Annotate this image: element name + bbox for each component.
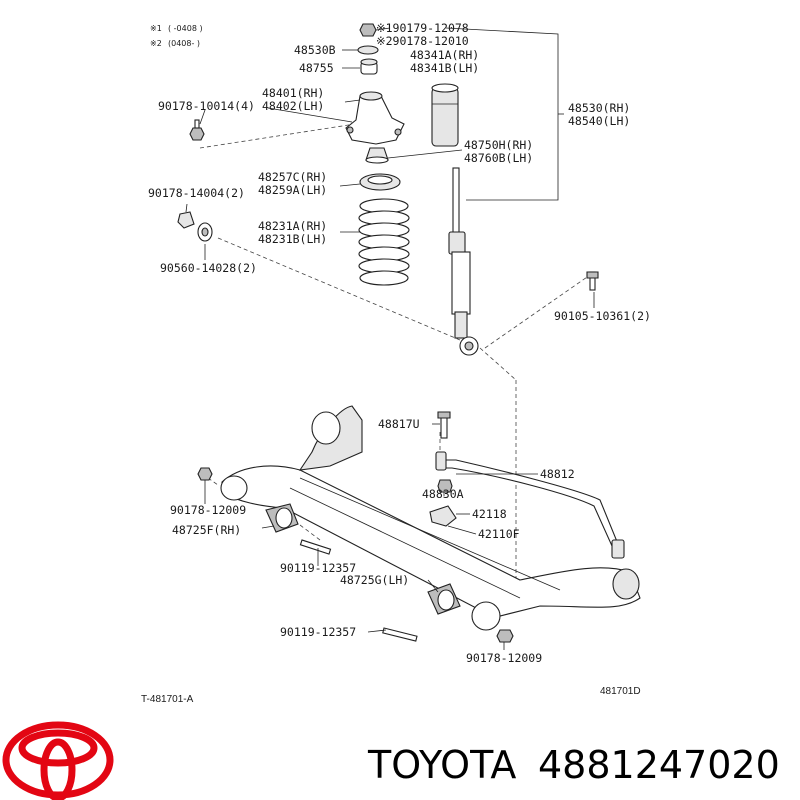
label-48401: 48401(RH)	[262, 86, 324, 100]
label-48725g: 48725G(LH)	[340, 573, 409, 587]
label-42110f: 42110F	[478, 527, 520, 541]
label-90119-12357-a: 90119-12357	[280, 561, 356, 575]
washer-90560	[197, 222, 213, 242]
cup-48750h	[365, 147, 389, 164]
bumper-48341	[431, 83, 459, 147]
nut-90178-12009-b	[496, 629, 514, 643]
label-48530b: 48530B	[294, 43, 336, 57]
bushing-48725f	[265, 503, 299, 533]
toyota-logo-icon	[2, 721, 114, 800]
label-48231a: 48231A(RH)	[258, 219, 327, 233]
label-90105-10361: 90105-10361(2)	[554, 309, 651, 323]
dashed-guides	[199, 123, 591, 590]
label-48755: 48755	[299, 61, 334, 75]
bracket-42118	[429, 505, 457, 527]
part-labels: ※190179-12078 ※290178-12010 48530B 48755…	[148, 21, 651, 665]
bushing-48725g	[427, 583, 461, 615]
support-48401	[345, 91, 405, 145]
bolt-90178-10014	[189, 119, 205, 141]
label-48750h: 48750H(RH)	[464, 138, 533, 152]
note-2-range: (0408- )	[168, 39, 200, 48]
brand-name: TOYOTA	[367, 743, 516, 787]
label-90179-12078: ※190179-12078	[376, 21, 469, 35]
bolt-90119-a	[299, 539, 332, 555]
label-48725f: 48725F(RH)	[172, 523, 241, 537]
label-48540: 48540(LH)	[568, 114, 630, 128]
label-48341a: 48341A(RH)	[410, 48, 479, 62]
label-90178-12010: ※290178-12010	[376, 34, 469, 48]
label-48402: 48402(LH)	[262, 99, 324, 113]
note-2-mark: ※2	[150, 39, 162, 48]
label-48812: 48812	[540, 467, 575, 481]
label-90178-14004: 90178-14004(2)	[148, 186, 245, 200]
nut-48830a	[437, 479, 453, 493]
nut-90178-14004	[177, 211, 195, 229]
bushing-48755	[360, 58, 378, 75]
rear-axle-beam	[220, 405, 641, 631]
ref-code-right: 481701D	[600, 686, 641, 697]
shock-absorber	[448, 167, 479, 356]
label-48817u: 48817U	[378, 417, 420, 431]
coil-spring	[358, 198, 410, 286]
label-90178-12009-b: 90178-12009	[466, 651, 542, 665]
nut-90178-12009-a	[197, 467, 213, 481]
bolt-90119-b	[382, 627, 418, 642]
insulator-48257c	[359, 173, 401, 191]
label-90178-10014: 90178-10014(4)	[158, 99, 255, 113]
note-1-range: ( -0408 )	[168, 24, 203, 33]
label-48259a: 48259A(LH)	[258, 183, 327, 197]
label-48341b: 48341B(LH)	[410, 61, 479, 75]
note-1-mark: ※1	[150, 24, 162, 33]
label-90178-12009-a: 90178-12009	[170, 503, 246, 517]
label-42118: 42118	[472, 507, 507, 521]
label-48760b: 48760B(LH)	[464, 151, 533, 165]
label-48257c: 48257C(RH)	[258, 170, 327, 184]
brand-part-number: 4881247020	[538, 743, 780, 787]
label-90560-14028: 90560-14028(2)	[160, 261, 257, 275]
label-48530: 48530(RH)	[568, 101, 630, 115]
washer-48530b	[357, 45, 379, 55]
bolt-48817u	[437, 411, 451, 439]
label-48231b: 48231B(LH)	[258, 232, 327, 246]
label-48830a: 48830A	[422, 487, 464, 501]
stabilizer-bar-48812	[435, 451, 625, 559]
label-90119-12357-b: 90119-12357	[280, 625, 356, 639]
bolt-90105	[586, 271, 599, 291]
ref-code-left: T-481701-A	[141, 694, 194, 705]
nut-upper	[359, 23, 377, 37]
leader-lines	[185, 27, 595, 650]
